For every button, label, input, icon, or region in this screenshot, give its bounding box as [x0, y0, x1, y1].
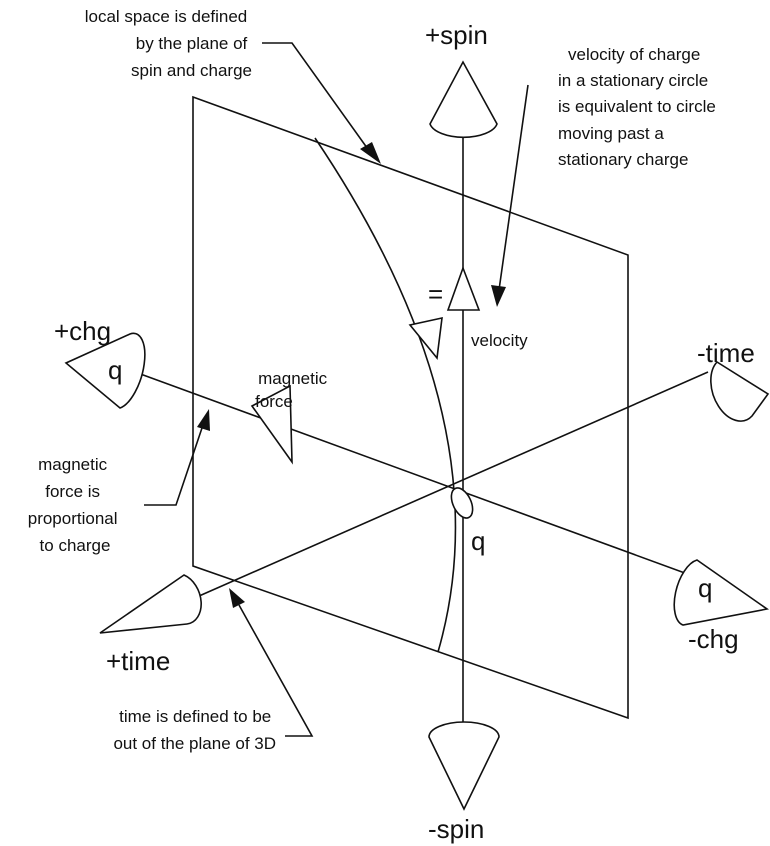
plus-time-label: +time: [106, 646, 170, 676]
plus-chg-cone: [64, 332, 146, 409]
q-label-center: q: [471, 526, 485, 556]
local-space-leader: [262, 42, 371, 153]
velocity-annotation-line-3: is equivalent to circle: [558, 97, 716, 116]
velocity-annotation-line-5: stationary charge: [558, 150, 688, 169]
time-annotation: time is defined to be out of the plane o…: [113, 707, 276, 753]
magnetic-force-label-line-2: force: [255, 392, 293, 411]
minus-time-cone: [710, 360, 770, 422]
velocity-note-leader-arrowhead: [491, 285, 506, 307]
velocity-annotation-line-2: in a stationary circle: [558, 71, 708, 90]
magnetic-force-label: magnetic force: [255, 369, 332, 411]
circle-arc: [314, 137, 457, 653]
velocity-note-leader: [498, 84, 529, 291]
force-annotation-line-2: force is: [45, 482, 100, 501]
plus-chg-label: +chg: [54, 316, 111, 346]
time-axis: [189, 371, 709, 601]
velocity-arrow: [446, 265, 481, 311]
force-annotation: magnetic force is proportional to charge: [28, 455, 123, 555]
force-annotation-line-1: magnetic: [38, 455, 107, 474]
local-space-annotation-line-2: by the plane of: [136, 34, 248, 53]
magnetic-force-label-line-1: magnetic: [258, 369, 327, 388]
charge-axis: [134, 371, 694, 577]
force-note-leader-arrowhead: [197, 409, 210, 431]
local-space-annotation-line-1: local space is defined: [85, 7, 248, 26]
minus-chg-label: -chg: [688, 624, 739, 654]
minus-spin-cone: [428, 721, 500, 811]
plus-time-cone: [99, 574, 202, 634]
force-annotation-line-3: proportional: [28, 509, 118, 528]
magnetic-force-arrow: [250, 384, 293, 465]
arc-direction-arrow: [408, 316, 443, 360]
local-space-annotation: local space is defined by the plane of s…: [85, 7, 252, 80]
q-label-plus-chg: q: [108, 355, 122, 385]
local-space-leader-arrowhead: [360, 142, 381, 164]
minus-time-label: -time: [697, 338, 755, 368]
local-space-annotation-line-3: spin and charge: [131, 61, 252, 80]
velocity-annotation-line-4: moving past a: [558, 124, 664, 143]
force-annotation-line-4: to charge: [40, 536, 111, 555]
minus-spin-label: -spin: [428, 814, 484, 844]
velocity-annotation: velocity of charge in a stationary circl…: [558, 45, 721, 169]
plus-spin-cone: [429, 60, 498, 139]
local-space-plane: [192, 95, 629, 720]
velocity-annotation-line-1: velocity of charge: [568, 45, 700, 64]
time-note-leader-arrowhead: [229, 588, 245, 608]
time-annotation-line-2: out of the plane of 3D: [113, 734, 276, 753]
center-charge-circle: [450, 487, 474, 519]
time-annotation-line-1: time is defined to be: [119, 707, 271, 726]
plus-spin-label: +spin: [425, 20, 488, 50]
force-note-leader: [144, 424, 204, 506]
equals-sign: =: [428, 279, 443, 309]
time-note-leader: [238, 604, 314, 737]
velocity-label: velocity: [471, 331, 528, 350]
q-label-minus-chg: q: [698, 573, 712, 603]
minus-chg-cone: [673, 559, 770, 626]
